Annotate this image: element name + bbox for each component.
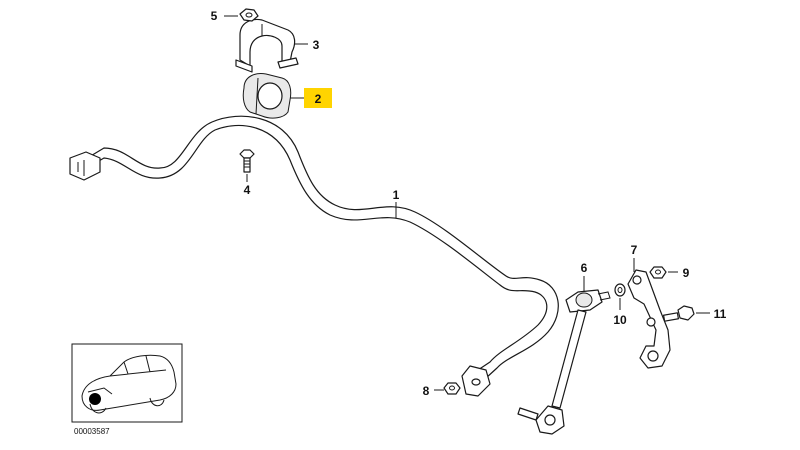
washer-10[interactable] bbox=[614, 283, 626, 297]
callout-2-highlight bbox=[304, 88, 332, 108]
callout-6[interactable]: 6 bbox=[581, 261, 588, 275]
leader-lines bbox=[224, 15, 710, 391]
callout-2[interactable]: 2 bbox=[315, 92, 322, 106]
callout-8[interactable]: 8 bbox=[423, 384, 430, 398]
stabilizer-link[interactable] bbox=[517, 289, 611, 435]
nut-8[interactable] bbox=[443, 382, 461, 395]
car-outline bbox=[81, 354, 177, 414]
vehicle-location-inset: 00003587 bbox=[71, 343, 183, 436]
callout-10[interactable]: 10 bbox=[613, 313, 627, 327]
callout-11[interactable]: 11 bbox=[714, 307, 727, 321]
bracket[interactable] bbox=[235, 18, 299, 73]
callout-4[interactable]: 4 bbox=[244, 183, 251, 197]
callout-5[interactable]: 5 bbox=[211, 9, 218, 23]
support-bracket[interactable] bbox=[627, 269, 671, 369]
callout-numbers: 5 3 2 4 1 6 7 9 10 11 8 bbox=[211, 9, 727, 398]
callout-7[interactable]: 7 bbox=[631, 243, 638, 257]
callout-3[interactable]: 3 bbox=[313, 38, 320, 52]
reference-number: 00003587 bbox=[74, 427, 110, 436]
bolt-4[interactable] bbox=[239, 149, 255, 173]
callout-1[interactable]: 1 bbox=[393, 188, 400, 202]
rubber-mounting[interactable] bbox=[242, 73, 292, 119]
location-marker bbox=[89, 393, 101, 405]
bolt-11[interactable] bbox=[662, 305, 695, 322]
nut[interactable] bbox=[239, 8, 259, 22]
stabilizer-bar[interactable] bbox=[69, 115, 559, 397]
nut-9[interactable] bbox=[649, 266, 667, 279]
callout-9[interactable]: 9 bbox=[683, 266, 690, 280]
